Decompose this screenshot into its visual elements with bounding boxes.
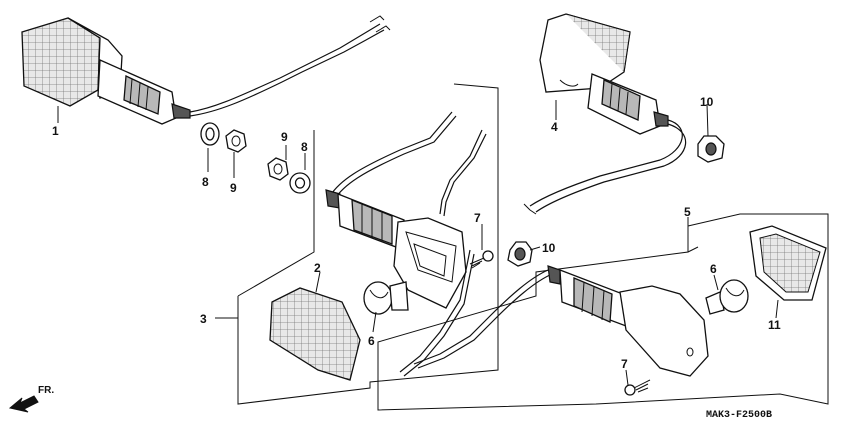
diagram-code: MAK3-F2500B [706, 410, 772, 421]
callout-6-left: 6 [368, 334, 375, 348]
callout-3: 3 [200, 312, 207, 326]
front-left-turn-signal-assembly [523, 13, 687, 215]
callout-7-center: 7 [474, 211, 481, 225]
lens-2 [269, 287, 361, 381]
stem-rubber [123, 75, 161, 115]
lens-11 [749, 225, 827, 301]
callout-11: 11 [768, 318, 781, 332]
callout-5: 5 [684, 205, 691, 219]
nut-9-center [267, 157, 289, 181]
callout-2: 2 [314, 261, 321, 275]
callout-1: 1 [52, 124, 59, 138]
bulb-6-right [705, 279, 749, 315]
direction-label: FR. [38, 385, 54, 396]
rear-right-turn-signal-body [325, 111, 487, 377]
callout-8-left: 8 [202, 175, 209, 189]
callout-4: 4 [551, 120, 558, 134]
front-direction-arrow-icon: FR. [8, 385, 54, 413]
callout-6-right: 6 [710, 262, 717, 276]
callout-10-center: 10 [542, 241, 556, 255]
bulb-6-left [363, 281, 409, 315]
screw-7-right [624, 379, 651, 396]
front-right-turn-signal-assembly [21, 15, 391, 125]
callout-10-upper: 10 [700, 95, 714, 109]
nut-9-left [225, 129, 247, 153]
screw-7-center [469, 250, 494, 269]
bracket-5 [377, 213, 829, 411]
callout-7-right: 7 [621, 357, 628, 371]
bracket-3 [237, 83, 499, 405]
wire [189, 23, 381, 113]
rear-left-turn-signal-body [413, 265, 709, 377]
callout-9-left: 9 [230, 181, 237, 195]
callout-8-center: 8 [301, 140, 308, 154]
leader-lines [57, 100, 779, 386]
callout-9-center: 9 [281, 130, 288, 144]
